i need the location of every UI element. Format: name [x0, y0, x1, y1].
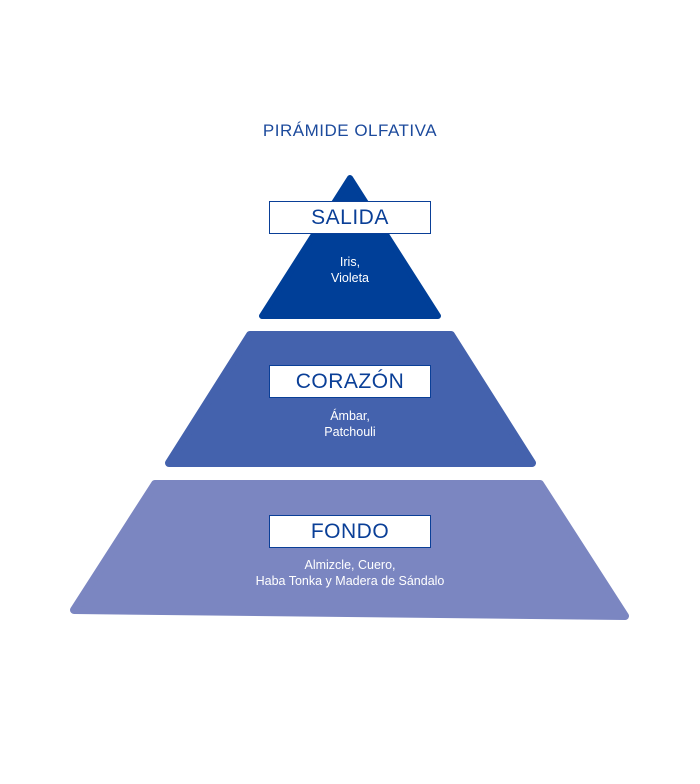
tier-salida-shape — [259, 175, 441, 319]
tier-salida-notes: Iris, Violeta — [0, 254, 700, 286]
note-line: Ámbar, — [330, 409, 370, 423]
note-line: Haba Tonka y Madera de Sándalo — [255, 574, 445, 588]
note-line: Violeta — [331, 271, 369, 285]
tier-salida-label: SALIDA — [269, 201, 431, 234]
tier-corazon-shape — [165, 331, 536, 467]
tier-fondo-shape — [70, 480, 629, 620]
note-line: Almizcle, Cuero, — [304, 558, 396, 572]
tier-fondo-notes: Almizcle, Cuero, Haba Tonka y Madera de … — [0, 557, 700, 589]
tier-corazon-label: CORAZÓN — [269, 365, 431, 398]
tier-fondo-label: FONDO — [269, 515, 431, 548]
tier-corazon-notes: Ámbar, Patchouli — [0, 408, 700, 440]
note-line: Patchouli — [324, 425, 376, 439]
note-line: Iris, — [339, 255, 361, 269]
pyramid-title: PIRÁMIDE OLFATIVA — [262, 121, 438, 140]
